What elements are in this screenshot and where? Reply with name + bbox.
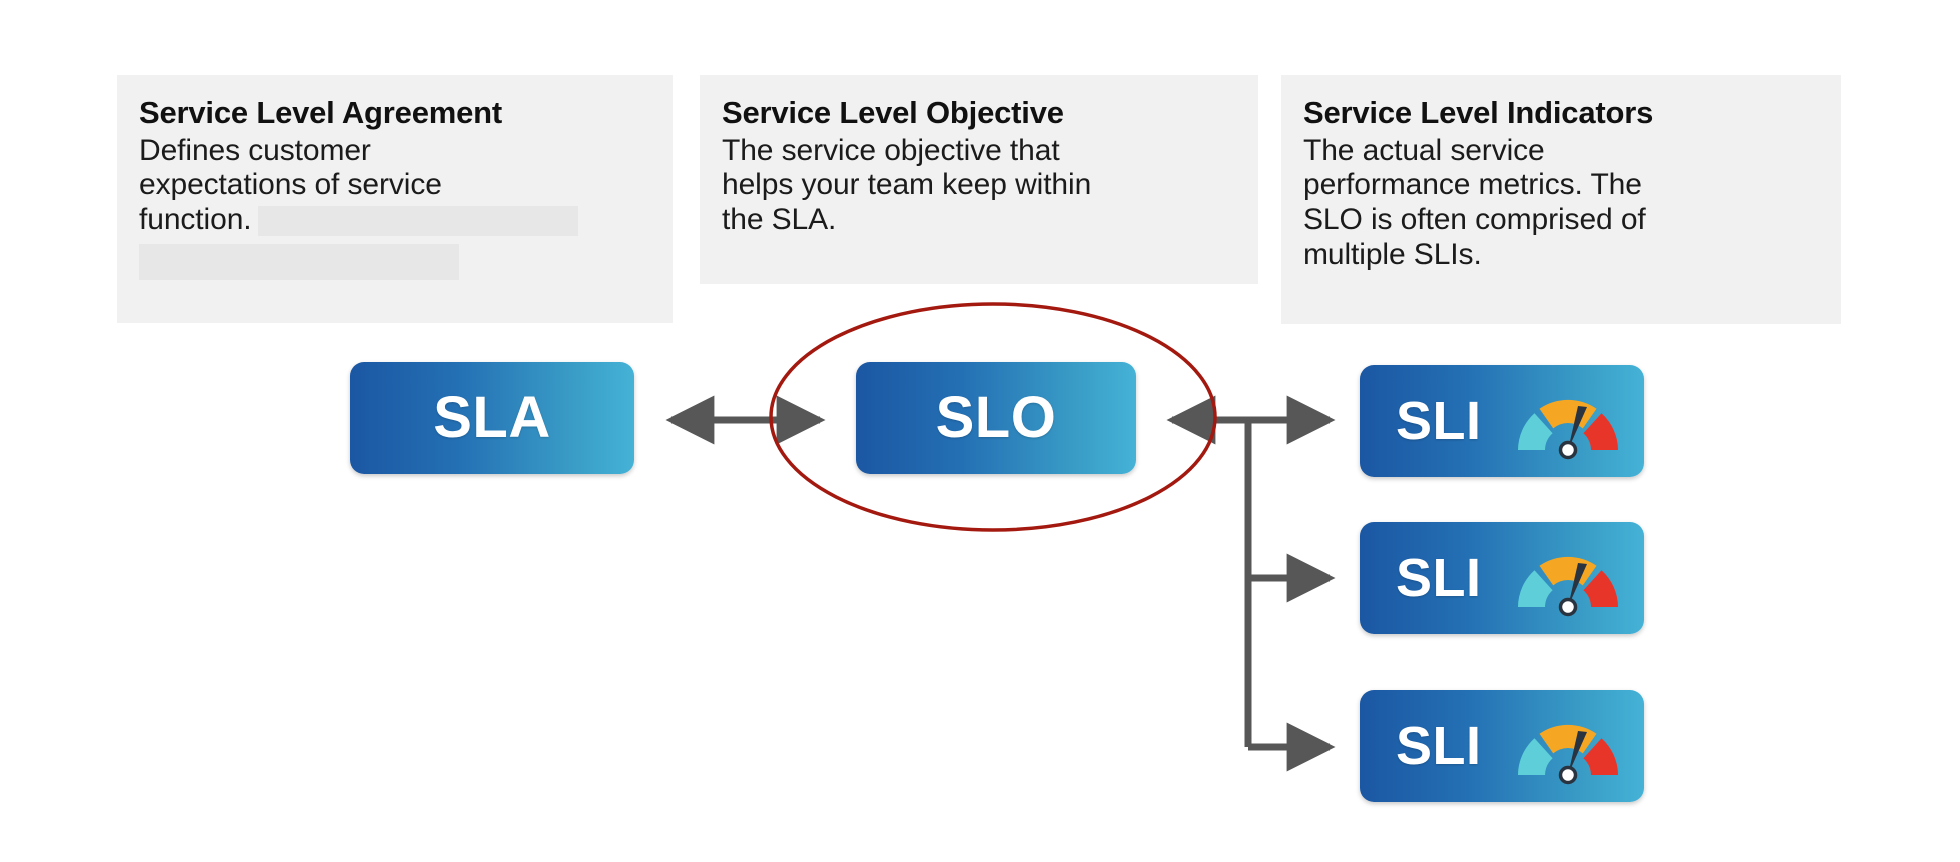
- card-body-line-3: SLO is often comprised of: [1303, 203, 1646, 237]
- card-body-sli: The actual service performance metrics. …: [1303, 134, 1819, 273]
- card-body-line-1: The actual service: [1303, 133, 1545, 167]
- card-body-line-1: The service objective that: [722, 133, 1060, 167]
- card-body-line-1: Defines customer: [139, 133, 371, 167]
- card-body-line-4: multiple SLIs.: [1303, 237, 1482, 271]
- gauge-icon: [1517, 724, 1618, 785]
- redaction-block-1: [257, 206, 578, 237]
- card-body-line-2: helps your team keep within: [722, 168, 1092, 202]
- card-body-line-2: performance metrics. The: [1303, 168, 1642, 202]
- card-body-slo: The service objective that helps your te…: [722, 134, 1236, 238]
- node-slo-label: SLO: [935, 385, 1057, 450]
- node-sla[interactable]: SLA: [350, 362, 634, 474]
- card-title-sli: Service Level Indicators: [1303, 95, 1654, 130]
- card-title-slo: Service Level Objective: [722, 95, 1064, 130]
- gauge-icon: [1517, 399, 1618, 460]
- node-sli-2[interactable]: SLI: [1360, 522, 1644, 634]
- node-sla-label: SLA: [433, 385, 551, 450]
- definition-card-sla: Service Level Agreement Defines customer…: [117, 75, 673, 323]
- node-sli-3-label: SLI: [1396, 716, 1482, 776]
- node-sli-1-label: SLI: [1396, 391, 1482, 451]
- node-sli-1[interactable]: SLI: [1360, 365, 1644, 477]
- redaction-block-2: [139, 243, 459, 280]
- definition-card-slo: Service Level Objective The service obje…: [700, 75, 1258, 284]
- card-body-sla: Defines customer expectations of service…: [139, 134, 651, 280]
- node-sli-2-label: SLI: [1396, 548, 1482, 608]
- gauge-icon: [1517, 556, 1618, 617]
- node-slo[interactable]: SLO: [856, 362, 1136, 474]
- card-title-sla: Service Level Agreement: [139, 95, 502, 130]
- card-body-line-2: expectations of service: [139, 168, 442, 202]
- card-body-line-3: the SLA.: [722, 203, 837, 237]
- card-body-line-3: function.: [139, 203, 252, 237]
- node-sli-3[interactable]: SLI: [1360, 690, 1644, 802]
- definition-card-sli: Service Level Indicators The actual serv…: [1281, 75, 1841, 324]
